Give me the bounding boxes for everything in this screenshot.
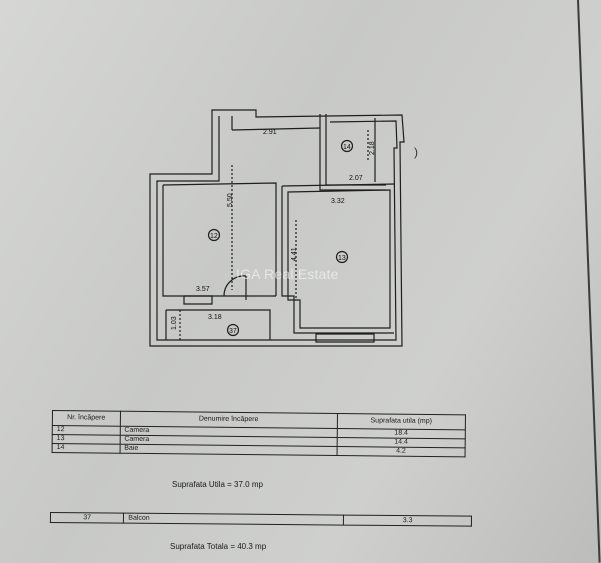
rooms-table: Nr. încăpere Denumire încăpere Suprafata…	[52, 410, 466, 457]
row-nr: 12	[52, 425, 120, 436]
dim-2-07: 2.07	[349, 175, 363, 182]
row-area: 4.2	[336, 446, 466, 457]
watermark-text: IGA Real Estate	[236, 266, 339, 282]
row-name: Baie	[119, 444, 337, 456]
dim-3-18: 3.18	[208, 314, 222, 321]
outer-wall	[149, 109, 405, 347]
balcony-area: 3.3	[343, 515, 472, 527]
room-id-12: 12	[210, 233, 218, 240]
inner-wall-outline	[156, 116, 398, 341]
row-nr: 13	[52, 434, 120, 445]
room-id-13: 13	[338, 255, 346, 262]
room-id-14: 14	[343, 144, 351, 151]
total-area-summary: Suprafata Totala = 40.3 mp	[170, 542, 267, 551]
usable-area-summary: Suprafata Utila = 37.0 mp	[172, 480, 263, 489]
dim-3-57: 3.57	[196, 286, 210, 293]
dim-4-41: 4.41	[291, 247, 298, 261]
balcony-name: Balcon	[123, 513, 344, 526]
row-nr: 14	[52, 443, 120, 454]
dim-1-03: 1.03	[171, 316, 178, 330]
header-area: Suprafata utila (mp)	[337, 413, 466, 430]
room-id-37: 37	[229, 328, 237, 335]
dim-2-91: 2.91	[263, 129, 277, 136]
balcony-nr: 37	[50, 512, 124, 524]
dim-2-18: 2.18	[369, 141, 376, 155]
header-nr: Nr. încăpere	[52, 410, 121, 427]
dim-3-32: 3.32	[331, 198, 345, 205]
pen-mark: )	[414, 145, 418, 159]
dim-5-50: 5.50	[227, 193, 234, 207]
